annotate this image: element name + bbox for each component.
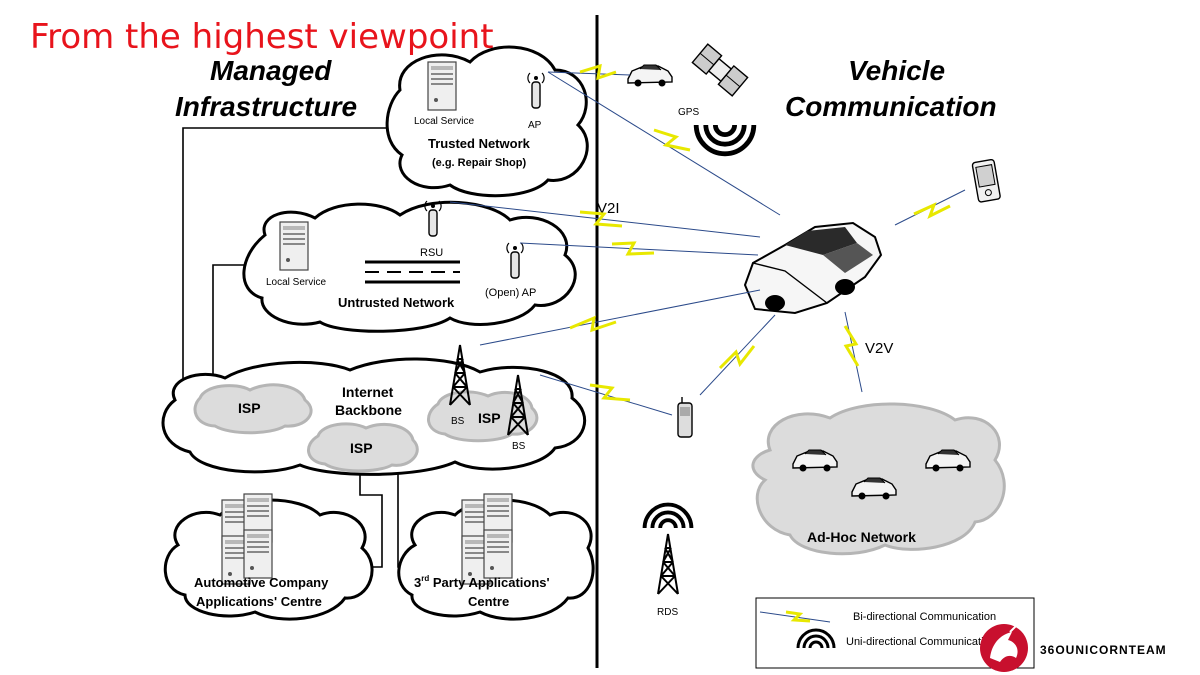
heading-managed: Managed	[210, 55, 332, 86]
unicorn-logo-icon	[980, 623, 1028, 672]
trusted-network-label: Trusted Network	[428, 136, 531, 151]
gps-label: GPS	[678, 107, 699, 118]
isp-left-cloud	[193, 383, 313, 435]
thirdparty-label-line1: 3rd Party Applications'	[414, 574, 550, 590]
thirdparty-servers-icon	[462, 494, 512, 584]
bs-left-label: BS	[451, 416, 465, 427]
open-ap-label: (Open) AP	[485, 287, 536, 299]
heading-communication: Communication	[785, 91, 997, 122]
untrusted-network-label: Untrusted Network	[338, 295, 455, 310]
link-open-ap-to-car	[519, 241, 759, 256]
link-trusted-ap-to-gps-car	[547, 63, 631, 81]
trusted-local-service-server	[427, 61, 457, 111]
trusted-local-service-label: Local Service	[414, 116, 474, 127]
rds-tower-icon	[657, 533, 679, 595]
automotive-servers-icon	[222, 494, 272, 584]
internet-backbone-label-line2: Backbone	[335, 402, 402, 418]
untrusted-local-service-label: Local Service	[266, 277, 326, 288]
thirdparty-label-line2: Centre	[468, 594, 509, 609]
gps-car-icon	[627, 64, 673, 88]
heading-vehicle: Vehicle	[848, 55, 945, 86]
watermark-text: 36OUNICORNTEAM	[1040, 643, 1167, 657]
rds-broadcast-icon	[642, 502, 694, 530]
internet-backbone-label-line1: Internet	[342, 384, 394, 400]
link-rsu-to-car	[449, 201, 761, 238]
gps-satellite-icon	[691, 43, 749, 97]
rsu-label: RSU	[420, 247, 443, 259]
main-vehicle-icon	[743, 221, 883, 315]
legend-unidirectional-label: Uni-directional Communication	[846, 636, 996, 648]
automotive-label-line2: Applications' Centre	[196, 594, 322, 609]
legend-bidirectional-swatch	[759, 610, 831, 623]
bs-right-label: BS	[512, 441, 526, 452]
mobile-phone-icon	[677, 397, 693, 438]
link-bs-to-car	[479, 289, 761, 346]
v2v-label: V2V	[865, 340, 893, 357]
gps-broadcast-icon	[696, 125, 754, 154]
link-bs-to-phone	[539, 374, 673, 416]
trusted-ap-label: AP	[528, 120, 542, 131]
untrusted-local-service-server	[279, 221, 309, 271]
legend-bidirectional-label: Bi-directional Communication	[853, 611, 996, 623]
automotive-label-line1: Automotive Company	[194, 575, 329, 590]
pda-device-icon	[971, 158, 1001, 203]
trusted-network-example: (e.g. Repair Shop)	[432, 157, 526, 169]
isp-bottom-label: ISP	[350, 440, 373, 456]
adhoc-network-label: Ad-Hoc Network	[807, 529, 916, 545]
isp-bottom-cloud	[307, 422, 419, 473]
isp-left-label: ISP	[238, 400, 261, 416]
untrusted-network-cloud	[242, 200, 577, 333]
rds-label: RDS	[657, 607, 678, 618]
road-icon	[365, 260, 460, 284]
link-car-to-phone	[699, 314, 776, 396]
link-car-to-adhoc	[843, 311, 863, 393]
slide-title: From the highest viewpoint	[30, 17, 494, 57]
link-car-to-pda	[894, 189, 966, 226]
isp-right-label: ISP	[478, 410, 501, 426]
wire-trusted-to-isp	[182, 127, 400, 395]
link-trusted-ap-to-car	[547, 71, 781, 216]
heading-infrastructure: Infrastructure	[175, 91, 357, 122]
